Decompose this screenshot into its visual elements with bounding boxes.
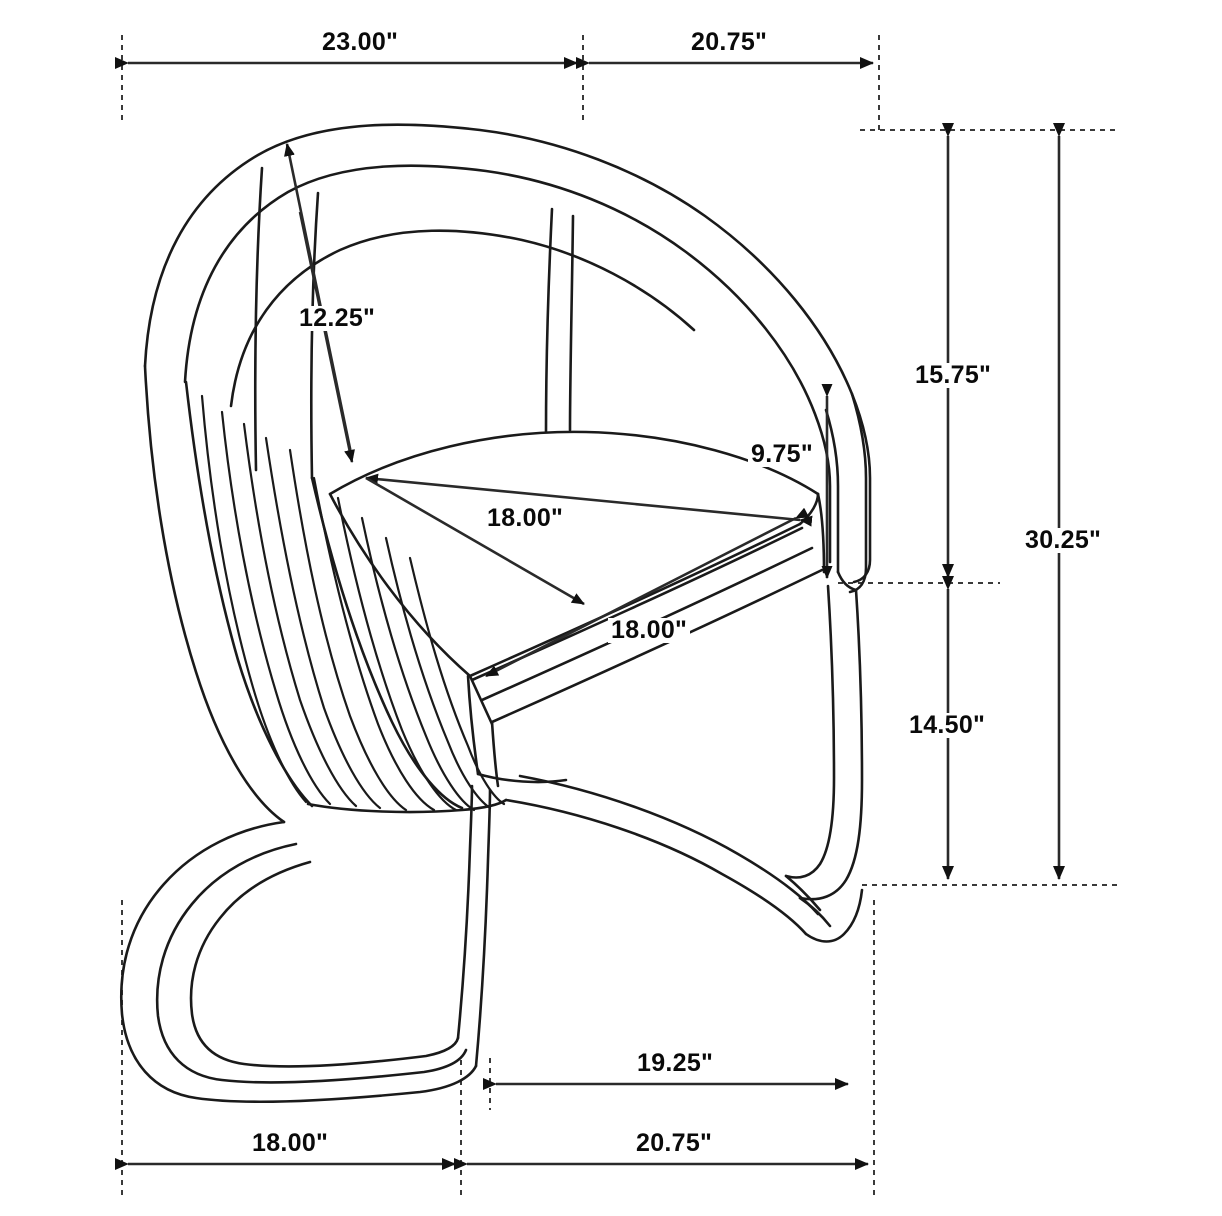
seat-apron-front-drop — [490, 720, 500, 788]
chair-outline — [120, 123, 872, 1104]
dimension-lines — [115, 57, 1065, 1170]
dimension-label-lower-height: 14.50" — [906, 713, 989, 738]
base-right-foot — [804, 888, 864, 943]
dimension-label-arm-height: 9.75" — [748, 442, 817, 467]
channel-panel-bottom-edge — [306, 798, 508, 814]
base-left-loop-inner — [155, 842, 468, 1084]
barrel-back-outer-shell — [143, 123, 872, 584]
dim-line-seat-depth — [485, 507, 810, 678]
dimension-label-top-right: 20.75" — [688, 30, 771, 55]
back-cushion-top-edge — [229, 229, 696, 408]
dimension-label-top-left: 23.00" — [319, 30, 402, 55]
extension-lines — [121, 35, 1118, 1200]
dimension-label-bottom-left: 18.00" — [249, 1131, 332, 1156]
dimension-label-seat-width: 18.00" — [484, 506, 567, 531]
back-left-seam-2 — [253, 166, 264, 472]
seat-cushion-top-left-edge — [328, 492, 472, 678]
seat-rail-left-end — [468, 674, 494, 726]
left-wing-lower-outer — [143, 364, 286, 824]
dimension-label-bottom-right: 20.75" — [633, 1131, 716, 1156]
right-arm-outer — [848, 392, 868, 594]
dim-line-back-height-seg — [298, 211, 355, 463]
dimension-label-overall-height: 30.25" — [1022, 528, 1105, 553]
rear-stretcher-inner — [518, 774, 820, 916]
base-right-runner-inner — [784, 874, 822, 912]
seat-cushion-top-rear-edge — [328, 430, 820, 496]
seat-cushion-right-edge — [798, 492, 820, 526]
right-arm-front-post — [836, 570, 858, 592]
base-left-loop-inner2 — [189, 860, 460, 1068]
back-right-seam-2 — [568, 214, 575, 432]
base-right-runner — [798, 896, 832, 928]
seat-apron-left-face — [466, 674, 480, 776]
rear-stretcher-outer — [504, 798, 808, 936]
seat-rail-right-end — [816, 492, 826, 574]
dimension-label-upper-height: 15.75" — [912, 363, 995, 388]
channel-tufting-ribs — [200, 394, 506, 812]
channel-panel-front-boundary — [310, 476, 464, 810]
base-left-loop-outer — [120, 820, 478, 1104]
barrel-back-rim-inner — [183, 164, 832, 564]
dimension-label-base-front-depth: 19.25" — [634, 1051, 717, 1076]
base-right-leg-inner — [784, 584, 836, 879]
back-left-seam — [309, 191, 320, 480]
base-left-front-post-inner — [456, 784, 474, 1040]
dim-line-seat-width — [365, 473, 813, 527]
back-right-seam — [544, 207, 554, 434]
seat-apron-bottom — [476, 772, 568, 784]
base-right-leg-outer — [798, 588, 864, 901]
dimension-label-back-height: 12.25" — [296, 306, 379, 331]
dimension-label-seat-depth: 18.00" — [608, 618, 691, 643]
base-left-front-post-outer — [474, 788, 492, 1068]
